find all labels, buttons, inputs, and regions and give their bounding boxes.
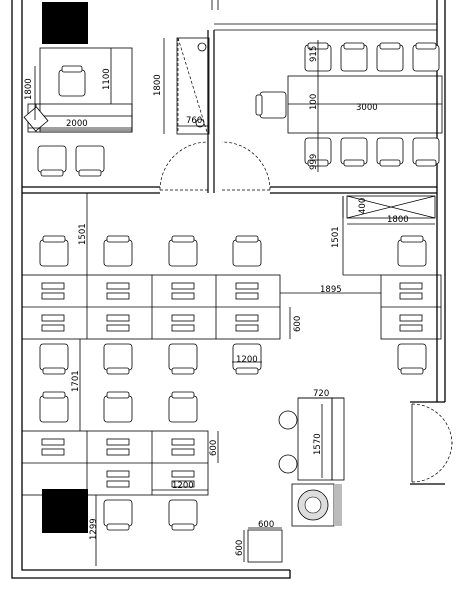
workstation-cluster-upper [21,235,281,375]
small-cabinet [247,529,283,563]
workstation-cluster-lower [21,391,209,531]
entrance-door [410,401,453,485]
dim-desk-600-b: 600 [209,440,219,456]
dim-reception-720: 720 [313,389,329,399]
structural-column-top [42,2,88,44]
dim-left-1701: 1701 [71,370,81,392]
dim-storage-400: 400 [358,198,368,214]
dim-top-left-1100: 1100 [102,68,112,90]
dim-gap-1895: 1895 [320,285,342,295]
dim-storage-1800: 1800 [387,215,409,225]
dim-meeting-915: 915 [309,46,319,62]
storage-unit [346,195,436,219]
reception-desk [278,397,345,481]
logo-feature [291,483,342,527]
storage-cabinet [176,37,210,135]
dim-meeting-3000: 3000 [356,103,378,113]
dim-meeting-999: 999 [309,154,319,170]
dim-desk-600-a: 600 [293,316,303,332]
dim-top-left-1800: 1800 [24,78,34,100]
dim-reception-1570: 1570 [313,433,323,455]
dim-right-1501: 1501 [331,226,341,248]
dim-cabinet-1800: 1800 [153,74,163,96]
dim-box-600-h: 600 [258,520,274,530]
dim-desk-1200-a: 1200 [236,355,258,365]
dim-desk-1200-b: 1200 [172,481,194,491]
interior-partitions [22,23,437,194]
dim-desk-2000: 2000 [66,119,88,129]
dim-bottom-1299: 1299 [89,518,99,540]
dim-left-1501: 1501 [78,223,88,245]
dim-box-600-v: 600 [235,540,245,556]
dim-cabinet-760: 760 [186,116,202,126]
dim-meeting-100: 100 [309,94,319,110]
structural-column-bottom [42,489,88,533]
conference-table [287,75,443,134]
meeting-room [255,42,443,167]
workstation-cluster-right [380,235,442,375]
manager-office [23,47,133,177]
